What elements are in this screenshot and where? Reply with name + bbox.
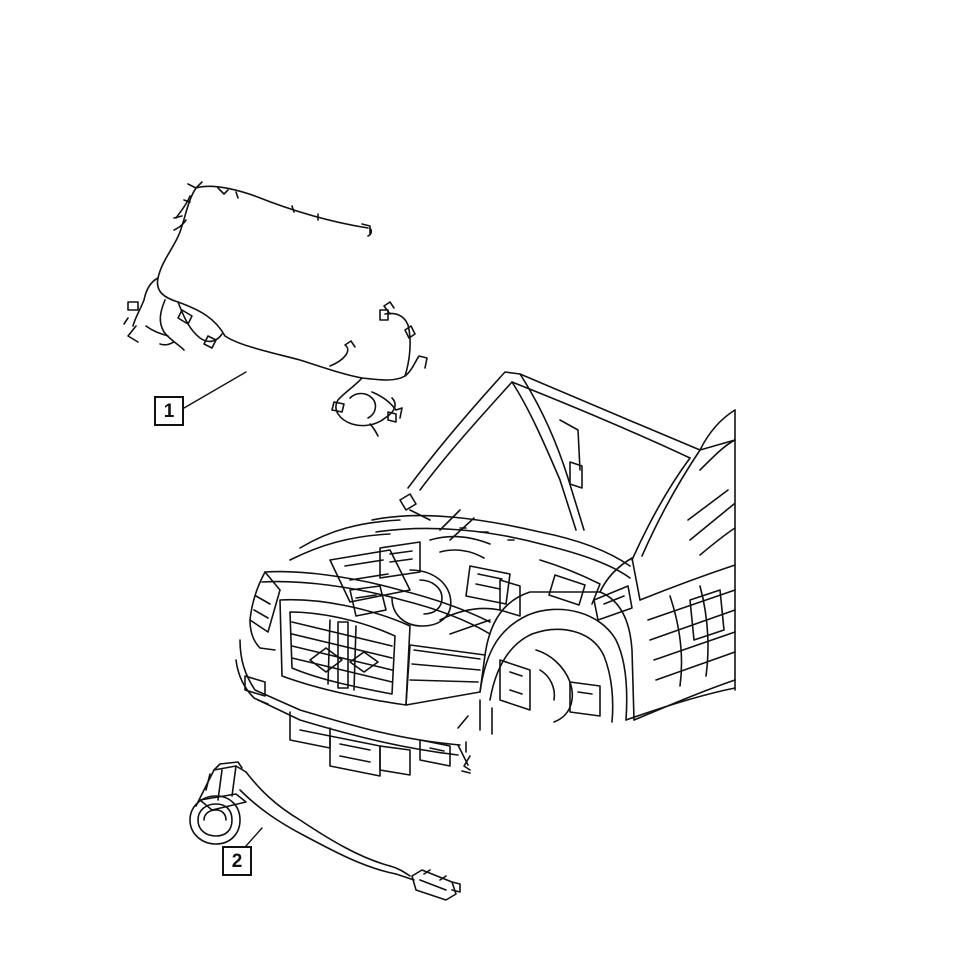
vehicle-front-body xyxy=(235,371,736,777)
callout-1: 1 xyxy=(154,396,184,426)
callout-2: 2 xyxy=(222,846,252,876)
leader-line-1 xyxy=(183,371,247,409)
fog-lamp-wiring-part-2 xyxy=(189,761,461,901)
leader-line-2 xyxy=(245,827,263,847)
wiring-harness-part-1 xyxy=(123,181,428,437)
